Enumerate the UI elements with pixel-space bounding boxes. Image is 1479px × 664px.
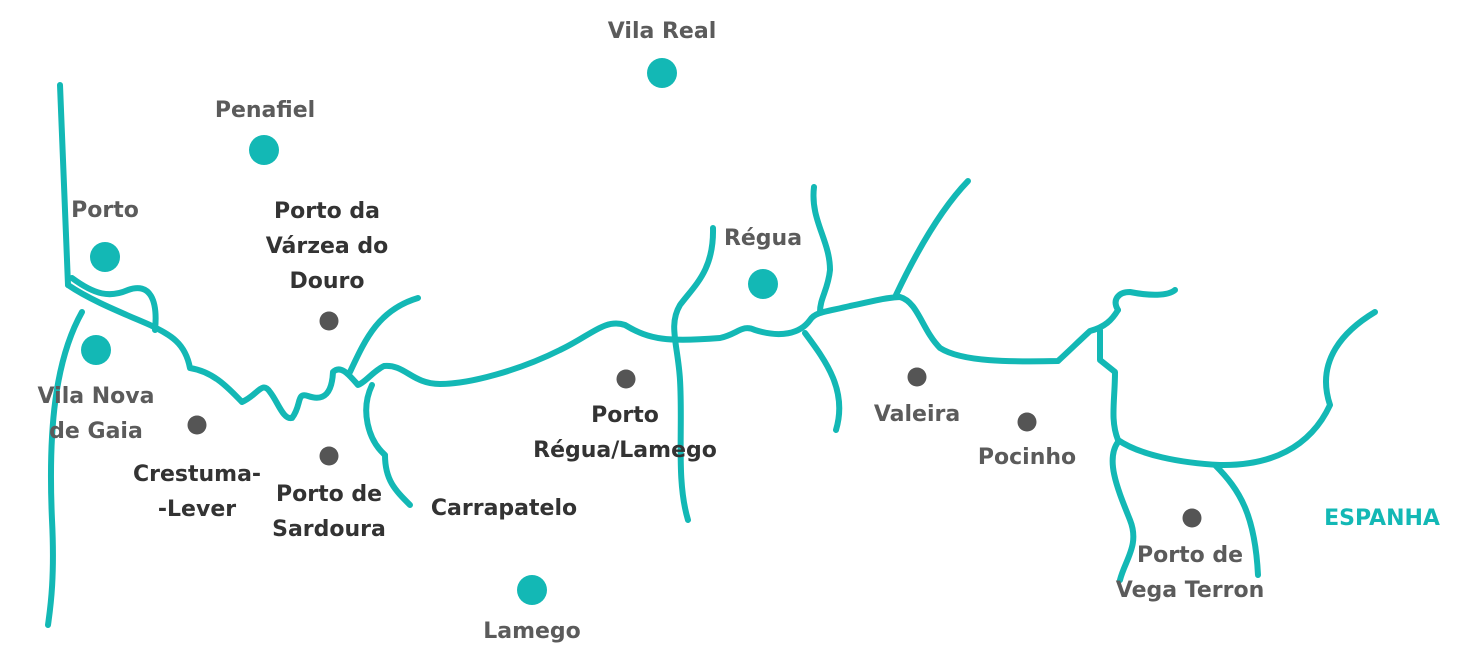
port-dot-sardoura: [319, 446, 339, 466]
city-dot-vila-nova-de-gaia: [81, 335, 111, 365]
tributary-tavora: [802, 330, 843, 433]
port-label-crestuma-lever: Crestuma- -Lever: [132, 462, 262, 522]
tributary-agueda-right: [1212, 462, 1261, 578]
city-dot-regua: [748, 269, 778, 299]
city-label-penafiel: Penafiel: [214, 98, 316, 123]
tributary-tamega: [347, 295, 421, 375]
tributary-corgo: [671, 225, 717, 523]
tributary-agueda-left: [1109, 439, 1137, 583]
tributary-carrapatelo: [363, 382, 413, 508]
port-label-pocinho: Pocinho: [977, 445, 1077, 470]
port-dot-regua-lamego: [616, 369, 636, 389]
port-label-varzea-do-douro: Porto da Várzea do Douro: [265, 199, 389, 294]
city-label-regua: Régua: [723, 226, 803, 251]
tributary-tua: [893, 178, 971, 298]
coastline-north: [57, 82, 71, 288]
city-label-vila-real: Vila Real: [607, 19, 717, 44]
city-dot-lamego: [517, 575, 547, 605]
city-label-vila-nova-de-gaia: Vila Nova de Gaia: [37, 384, 155, 444]
tributary-pinhao: [810, 184, 833, 315]
douro-river-upper: [1112, 287, 1178, 313]
port-label-sardoura: Porto de Sardoura: [272, 482, 386, 542]
port-dot-valeira: [907, 367, 927, 387]
douro-river-spain: [1096, 309, 1378, 469]
city-dot-vila-real: [647, 58, 677, 88]
country-label-espanha: ESPANHA: [1324, 506, 1440, 531]
city-dot-porto: [90, 242, 120, 272]
tributary-porto: [69, 275, 159, 333]
port-dot-pocinho: [1017, 412, 1037, 432]
port-dot-vega-terron: [1182, 508, 1202, 528]
coastline-south: [45, 309, 85, 628]
port-label-carrapatelo: Carrapatelo: [430, 496, 578, 521]
port-label-regua-lamego: Porto Régua/Lamego: [533, 403, 717, 463]
port-label-vega-terron: Porto de Vega Terron: [1115, 543, 1265, 603]
port-dot-crestuma-lever: [187, 415, 207, 435]
city-dot-penafiel: [249, 135, 279, 165]
port-label-valeira: Valeira: [873, 402, 961, 427]
city-label-porto: Porto: [71, 198, 139, 223]
port-dot-varzea-do-douro: [319, 311, 339, 331]
douro-river-main: [65, 282, 1121, 422]
city-label-lamego: Lamego: [483, 619, 581, 644]
